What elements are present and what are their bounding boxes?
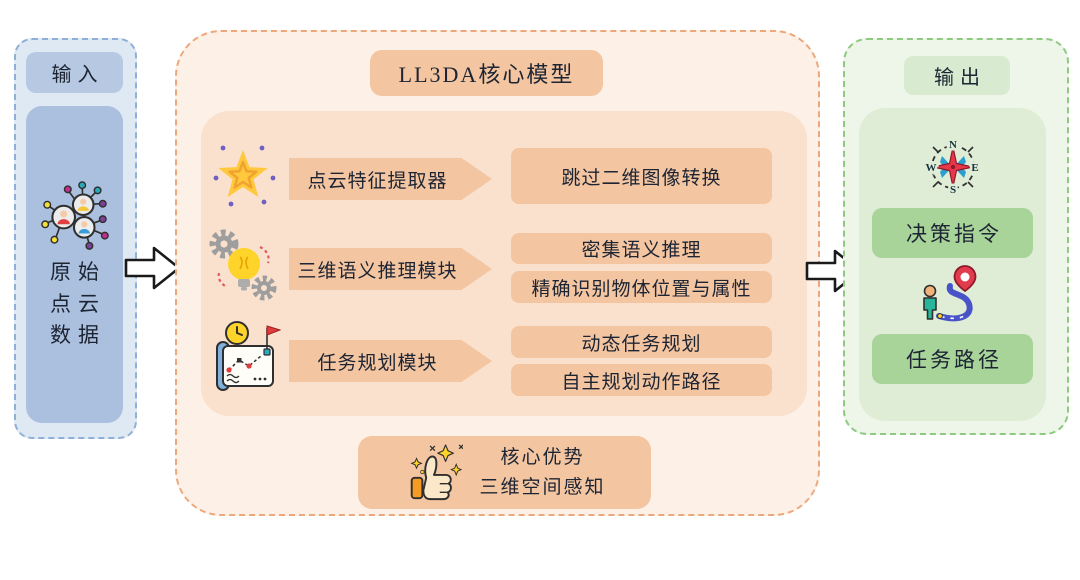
- output-box-precise-recognition: 精确识别物体位置与属性: [511, 271, 772, 303]
- output-box-dense-semantic: 密集语义推理: [511, 233, 772, 264]
- output-box-text: 密集语义推理: [581, 240, 702, 261]
- output-panel-body: N E S W 决策指令 任务路径: [859, 108, 1046, 421]
- row-label-semantic-module: 三维语义推理模块: [289, 248, 492, 290]
- route-icon: [923, 265, 977, 322]
- row-label-task-planning: 任务规划模块: [289, 340, 492, 382]
- row-label-feature-extractor: 点云特征提取器: [289, 158, 492, 200]
- input-panel-body: 原始 点云 数据: [26, 106, 123, 423]
- svg-text:E: E: [971, 162, 978, 174]
- output-panel-header: 输出: [904, 56, 1010, 95]
- svg-text:N: N: [949, 139, 957, 151]
- output-box-text: 跳过二维图像转换: [561, 167, 722, 189]
- input-panel-header: 输入: [26, 52, 123, 93]
- output-box-autonomous-path: 自主规划动作路径: [511, 364, 772, 396]
- model-title: LL3DA核心模型: [370, 50, 603, 96]
- output-item-decision: 决策指令: [872, 208, 1033, 258]
- thumbs-up-sparkle-icon: [410, 443, 464, 500]
- output-box-text: 动态任务规划: [581, 333, 702, 355]
- model-panel: LL3DA核心模型 点云特征提取器 跳过二维图像转换: [175, 30, 820, 516]
- idea-gears-icon: [209, 229, 277, 301]
- advantage-text: 核心优势 三维空间感知: [479, 447, 606, 498]
- output-box-dynamic-planning: 动态任务规划: [511, 326, 772, 358]
- model-title-label: LL3DA核心模型: [398, 62, 575, 87]
- input-panel-label: 原始 点云 数据: [50, 260, 106, 348]
- output-header-label: 输出: [934, 67, 986, 89]
- svg-text:W: W: [926, 162, 937, 174]
- compass-icon: N E S W: [923, 137, 981, 199]
- output-item-label: 任务路径: [906, 348, 1002, 372]
- svg-text:S: S: [950, 184, 956, 196]
- output-box-skip-2d: 跳过二维图像转换: [511, 148, 772, 204]
- output-item-path: 任务路径: [872, 334, 1033, 384]
- point-cloud-icon: [40, 181, 109, 251]
- row-label-text: 三维语义推理模块: [297, 260, 458, 282]
- output-box-text: 自主规划动作路径: [561, 371, 722, 393]
- row-label-text: 任务规划模块: [317, 352, 438, 374]
- row-label-text: 点云特征提取器: [307, 170, 448, 192]
- model-inner-box: 点云特征提取器 跳过二维图像转换 三维语义推理模块: [201, 111, 807, 416]
- input-panel: 输入: [14, 38, 137, 439]
- star-icon: [213, 145, 276, 207]
- output-panel: 输出 N E S W 决策指令: [843, 38, 1069, 435]
- map-plan-icon: [216, 321, 281, 391]
- output-box-text: 精确识别物体位置与属性: [531, 278, 752, 300]
- input-header-label: 输入: [51, 64, 104, 86]
- advantage-box: 核心优势 三维空间感知: [358, 436, 651, 509]
- input-to-model-arrow: [124, 246, 181, 290]
- output-item-label: 决策指令: [906, 222, 1002, 246]
